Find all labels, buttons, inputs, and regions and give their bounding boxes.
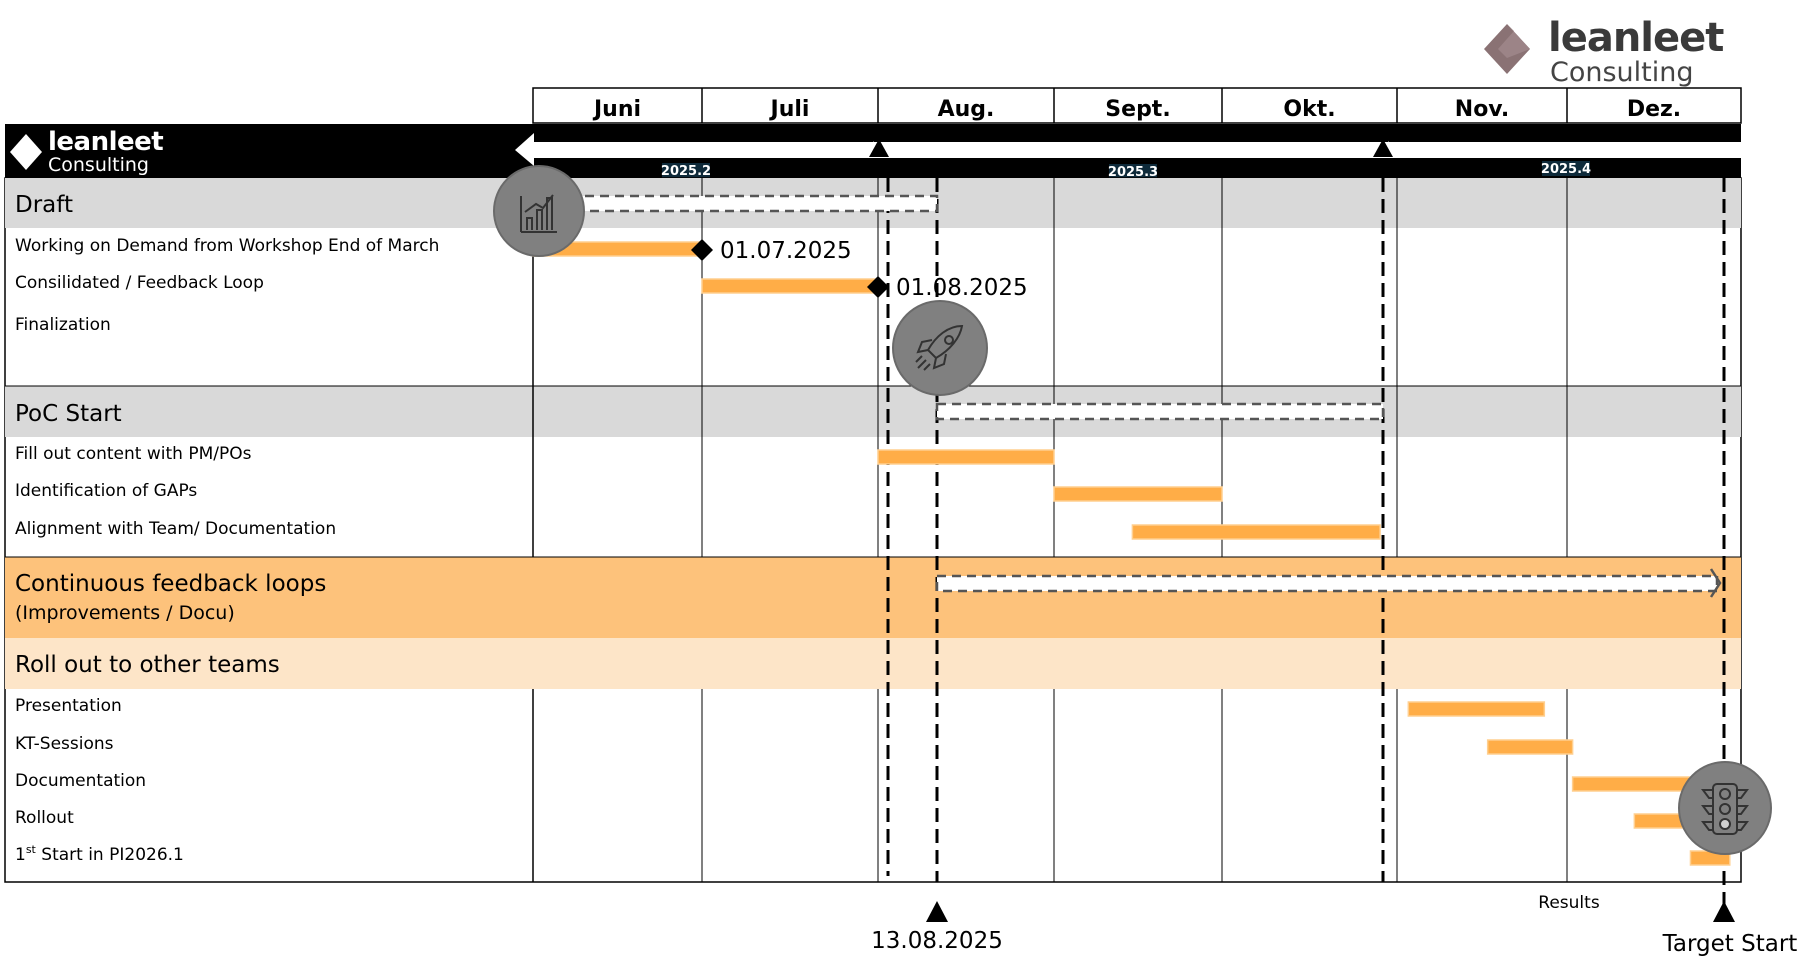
rocket-window-icon bbox=[944, 335, 954, 345]
month-label: Juni bbox=[592, 97, 641, 122]
chart-icon-glyph bbox=[520, 194, 557, 233]
milestone-diamond-icon bbox=[867, 276, 889, 298]
task-label: Alignment with Team/ Documentation bbox=[15, 519, 336, 539]
logo-word-leanleet: leanleet bbox=[1548, 15, 1724, 61]
section-title: Continuous feedback loops bbox=[15, 571, 326, 597]
leanleet-logo: leanleet Consulting bbox=[1480, 14, 1800, 88]
increment-label: 2025.3 bbox=[1108, 165, 1158, 180]
date-marker-icon bbox=[926, 901, 948, 922]
month-header bbox=[532, 87, 1742, 124]
feedback-span-bar bbox=[935, 574, 1719, 593]
section-band bbox=[5, 638, 1741, 689]
section-title: Roll out to other teams bbox=[15, 652, 280, 678]
task-label: Finalization bbox=[15, 315, 111, 335]
draft-span-bar bbox=[538, 194, 939, 213]
month-label: Juli bbox=[769, 97, 810, 122]
logo-word-consulting: Consulting bbox=[1550, 57, 1694, 88]
bar-logo: leanleet Consulting bbox=[8, 128, 168, 178]
month-label: Aug. bbox=[938, 97, 995, 122]
increment-marker-left-icon bbox=[869, 139, 889, 157]
milestone-date: 01.07.2025 bbox=[720, 238, 852, 264]
section-title: Draft bbox=[15, 192, 73, 218]
task-label: 1st Start in PI2026.1 bbox=[15, 843, 184, 865]
task-bar bbox=[1486, 739, 1574, 755]
section-band bbox=[5, 557, 1741, 638]
logo-diamond-white-icon bbox=[10, 134, 42, 170]
task-label: Consilidated / Feedback Loop bbox=[15, 273, 264, 293]
rocket-icon bbox=[892, 300, 988, 396]
traffic-light-icon bbox=[1678, 761, 1772, 855]
section-band bbox=[5, 386, 1741, 437]
grid-frame bbox=[4, 177, 1742, 883]
increment-marker-right-icon bbox=[1373, 139, 1393, 157]
task-bar bbox=[1407, 701, 1546, 717]
task-label: Rollout bbox=[15, 808, 74, 828]
task-bar bbox=[1053, 486, 1223, 502]
timeline-arrow-shaft bbox=[530, 142, 1741, 158]
poc-span-bar bbox=[935, 402, 1385, 421]
bar-logo-word-leanleet: leanleet bbox=[48, 127, 164, 157]
increment-badge bbox=[1542, 161, 1590, 176]
task-label: KT-Sessions bbox=[15, 734, 114, 754]
bar-logo-word-consulting: Consulting bbox=[48, 154, 149, 176]
task-label: Fill out content with PM/POs bbox=[15, 444, 252, 464]
month-label: Nov. bbox=[1455, 97, 1509, 122]
task-bar bbox=[1131, 524, 1381, 540]
traffic-light-visors bbox=[1701, 789, 1749, 831]
task-label: Identification of GAPs bbox=[15, 481, 197, 501]
feedback-arrow-head-icon bbox=[1709, 568, 1722, 598]
traffic-light-lamp bbox=[1719, 788, 1731, 800]
task-label: Working on Demand from Workshop End of M… bbox=[15, 236, 439, 256]
bottom-date-label: 13.08.2025 bbox=[871, 928, 1003, 954]
section-title: PoC Start bbox=[15, 401, 122, 427]
rocket-icon-glyph bbox=[915, 324, 964, 371]
task-bar bbox=[877, 449, 1055, 465]
traffic-light-lamp bbox=[1719, 803, 1731, 815]
timeline-arrow-head-icon bbox=[515, 133, 534, 166]
traffic-light-lamp bbox=[1719, 818, 1731, 830]
increment-badge bbox=[1109, 164, 1157, 179]
task-bar bbox=[701, 278, 879, 294]
milestone-date: 01.08.2025 bbox=[896, 275, 1028, 301]
month-label: Okt. bbox=[1283, 97, 1335, 122]
increment-label: 2025.4 bbox=[1541, 162, 1591, 177]
increment-label: 2025.2 bbox=[661, 164, 711, 179]
month-label: Dez. bbox=[1627, 97, 1681, 122]
task-label: Presentation bbox=[15, 696, 122, 716]
traffic-light-housing bbox=[1712, 783, 1738, 835]
results-label: Results bbox=[1538, 893, 1600, 913]
month-label: Sept. bbox=[1105, 97, 1170, 122]
milestone-diamond-icon bbox=[691, 239, 713, 261]
target-start-label: Target Start bbox=[1662, 931, 1798, 957]
logo-diamond-icon bbox=[1484, 24, 1530, 74]
target-marker-icon bbox=[1713, 901, 1735, 922]
task-label: Documentation bbox=[15, 771, 146, 791]
task-bar bbox=[1571, 776, 1692, 792]
increment-badge bbox=[662, 163, 710, 178]
section-subtitle: (Improvements / Docu) bbox=[15, 602, 235, 624]
